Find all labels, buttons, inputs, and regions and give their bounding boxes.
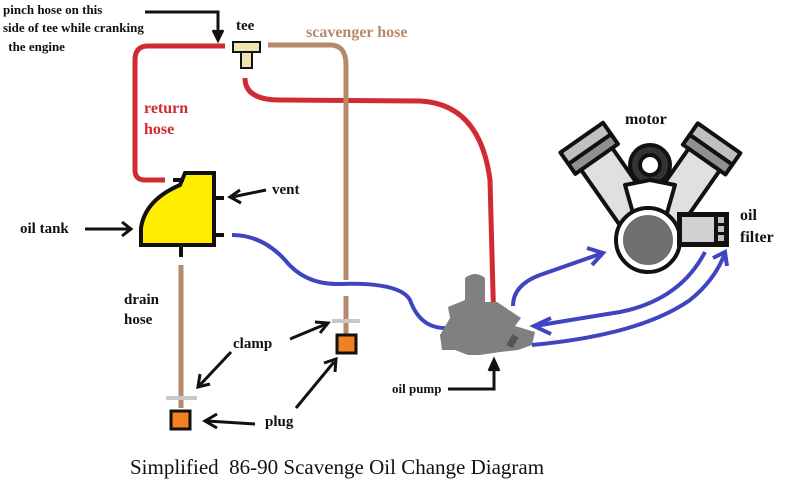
return-hose-label-line2: hose [144, 121, 175, 138]
tee-label: tee [236, 18, 255, 34]
arrow-clamp-scavenger-head [314, 320, 331, 334]
return-arrow-pump [529, 316, 552, 336]
motor-label: motor [625, 111, 667, 128]
feed-arrow-filter [712, 248, 729, 267]
pinch-note-line1: pinch hose on this [3, 2, 103, 17]
arrow-pinch [145, 10, 220, 40]
drain-hose-label-line2: hose [124, 312, 153, 328]
return-hose-label-line1: return [144, 100, 189, 117]
arrow-oil-pump [448, 362, 496, 391]
oil-filter-label-line1: oil [740, 207, 757, 224]
plug-drain [169, 409, 192, 431]
arrow-clamp-drain [197, 350, 233, 388]
plug-label: plug [265, 414, 294, 430]
tee-fitting [232, 41, 261, 69]
arrow-oil-pump-head [487, 356, 501, 372]
oil-pump [440, 274, 535, 355]
arrow-clamp-drain-head [196, 373, 211, 390]
return-hose [132, 43, 225, 183]
arrow-vent-head [227, 188, 242, 205]
arrow-plug-drain-head [202, 412, 218, 430]
arrow-pinch-head [211, 29, 225, 44]
oil-filter-label-line2: filter [740, 229, 774, 246]
oil-filter-icon [677, 212, 729, 247]
scavenger-hose [268, 42, 349, 280]
diagram-caption: Simplified 86-90 Scavenge Oil Change Dia… [130, 455, 545, 479]
feed-arrow-motor [586, 246, 607, 267]
arrow-plug-scavenger [294, 361, 336, 409]
return-hose-filter-to-pump [534, 251, 707, 328]
scavenger-hose-label: scavenger hose [306, 24, 408, 41]
arrow-plug-drain [206, 419, 256, 426]
feed-hose-pump-to-filter [531, 252, 727, 347]
feed-hose-tank-to-pump [231, 233, 446, 330]
oil-tank-label: oil tank [20, 221, 69, 237]
arrow-vent [231, 188, 267, 199]
feed-hose-pump-to-motor [511, 252, 601, 307]
plug-scavenger [335, 333, 358, 355]
pump-fitting [506, 334, 519, 349]
clamp-drain [166, 396, 197, 400]
pinch-note-line2: side of tee while cranking [3, 20, 144, 35]
pointer-arrows [85, 10, 501, 430]
drain-hose-label-line1: drain [124, 292, 160, 308]
arrow-plug-scavenger-head [323, 356, 338, 373]
pinch-note-line3: the engine [5, 39, 65, 54]
arrow-clamp-scavenger [289, 322, 327, 341]
oil-tank [139, 171, 224, 247]
oil-pump-label: oil pump [392, 381, 442, 396]
vent-label: vent [272, 182, 300, 198]
clamp-label: clamp [233, 336, 273, 352]
clamp-scavenger [332, 319, 360, 323]
arrow-oil-tank-head [121, 220, 134, 238]
